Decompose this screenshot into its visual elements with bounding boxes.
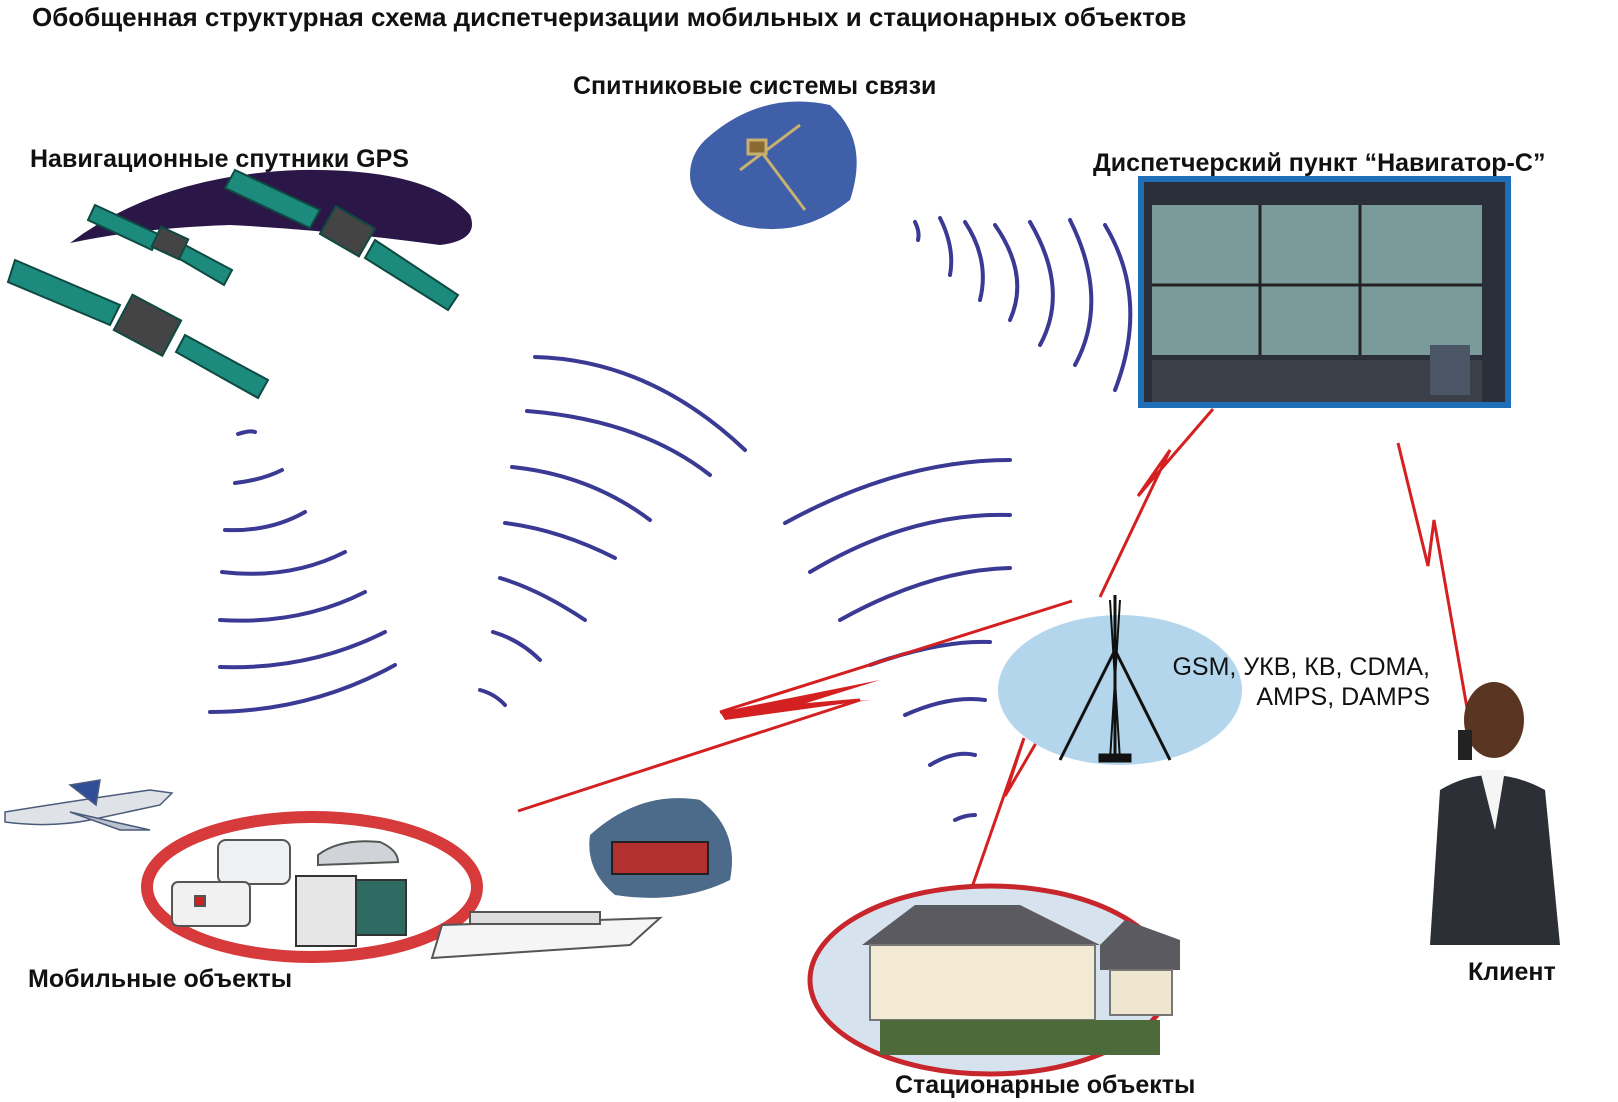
train-icon	[589, 798, 732, 898]
page-title: Обобщенная структурная схема диспетчериз…	[32, 2, 1187, 32]
signal-wave-8	[533, 355, 747, 452]
mobile-objects-ring	[141, 811, 483, 963]
signal-wave-27	[1068, 218, 1094, 367]
signal-wave-12	[498, 576, 587, 622]
radio-tower-group	[998, 595, 1242, 765]
truck-icon	[295, 875, 407, 947]
link-bolt-fill	[720, 680, 880, 720]
signal-wave-21	[953, 813, 977, 822]
label-comm-satellites: Спитниковые системы связи	[573, 72, 937, 100]
van-icon	[171, 881, 251, 927]
van-icon	[217, 839, 291, 885]
signal-wave-28	[1103, 223, 1133, 392]
label-stationary-objects: Стационарные объекты	[895, 1071, 1196, 1099]
signal-wave-3	[223, 510, 307, 533]
monitor-wall-icon	[1152, 205, 1482, 355]
signal-wave-24	[963, 220, 985, 302]
signal-wave-23	[938, 216, 954, 277]
signal-wave-26	[1028, 220, 1055, 347]
signal-wave-25	[993, 223, 1020, 322]
link-tower-stationary	[968, 701, 1062, 894]
person-icon	[1430, 682, 1560, 945]
signal-wave-15	[783, 458, 1012, 525]
comm-satellite-group	[690, 101, 857, 230]
signal-wave-7	[208, 663, 397, 714]
signal-waves	[208, 216, 1133, 822]
signal-wave-22	[913, 220, 921, 242]
signal-wave-1	[236, 429, 257, 436]
signal-wave-4	[220, 550, 347, 576]
signal-wave-16	[808, 512, 1012, 574]
signal-wave-2	[233, 468, 284, 485]
stationary-objects-group	[807, 883, 1180, 1077]
label-mobile-objects: Мобильные объекты	[28, 965, 293, 993]
signal-wave-11	[503, 521, 617, 560]
signal-wave-19	[903, 697, 987, 717]
tower-protocols-line-2: AMPS, DAMPS	[1256, 683, 1430, 711]
space-station-icon	[739, 123, 807, 211]
signal-wave-20	[928, 751, 977, 767]
dispatch-center	[1138, 176, 1511, 408]
signal-wave-10	[510, 465, 652, 522]
airplane-icon	[4, 779, 174, 831]
operator-figure	[1430, 345, 1470, 395]
house-icon	[862, 905, 1180, 1055]
tower-coverage-ellipse	[998, 615, 1242, 765]
signal-wave-5	[218, 590, 367, 623]
gps-satellites-group	[6, 168, 472, 400]
signal-wave-14	[478, 688, 507, 707]
ship-icon	[430, 911, 663, 960]
tower-protocols: GSM, УКВ, КВ, CDMA, AMPS, DAMPS	[1130, 652, 1430, 712]
signal-wave-17	[838, 566, 1012, 622]
satellite-icon	[86, 203, 234, 287]
link-tower-dispatch	[1098, 408, 1215, 598]
link-dispatch-client	[1396, 442, 1472, 726]
mobile-objects-group	[4, 779, 732, 963]
radio-tower-icon	[1058, 595, 1172, 763]
signal-wave-9	[525, 409, 712, 477]
signal-wave-13	[491, 630, 542, 662]
label-gps-satellites: Навигационные спутники GPS	[30, 145, 409, 173]
satellite-icon	[223, 168, 460, 312]
satellite-icon	[6, 258, 270, 400]
label-dispatch: Диспетчерский пункт “Навигатор-С”	[1093, 149, 1546, 177]
tower-protocols-line-1: GSM, УКВ, КВ, CDMA,	[1172, 653, 1430, 681]
signal-wave-6	[218, 630, 387, 670]
label-client: Клиент	[1468, 958, 1556, 986]
car-icon	[317, 840, 400, 867]
